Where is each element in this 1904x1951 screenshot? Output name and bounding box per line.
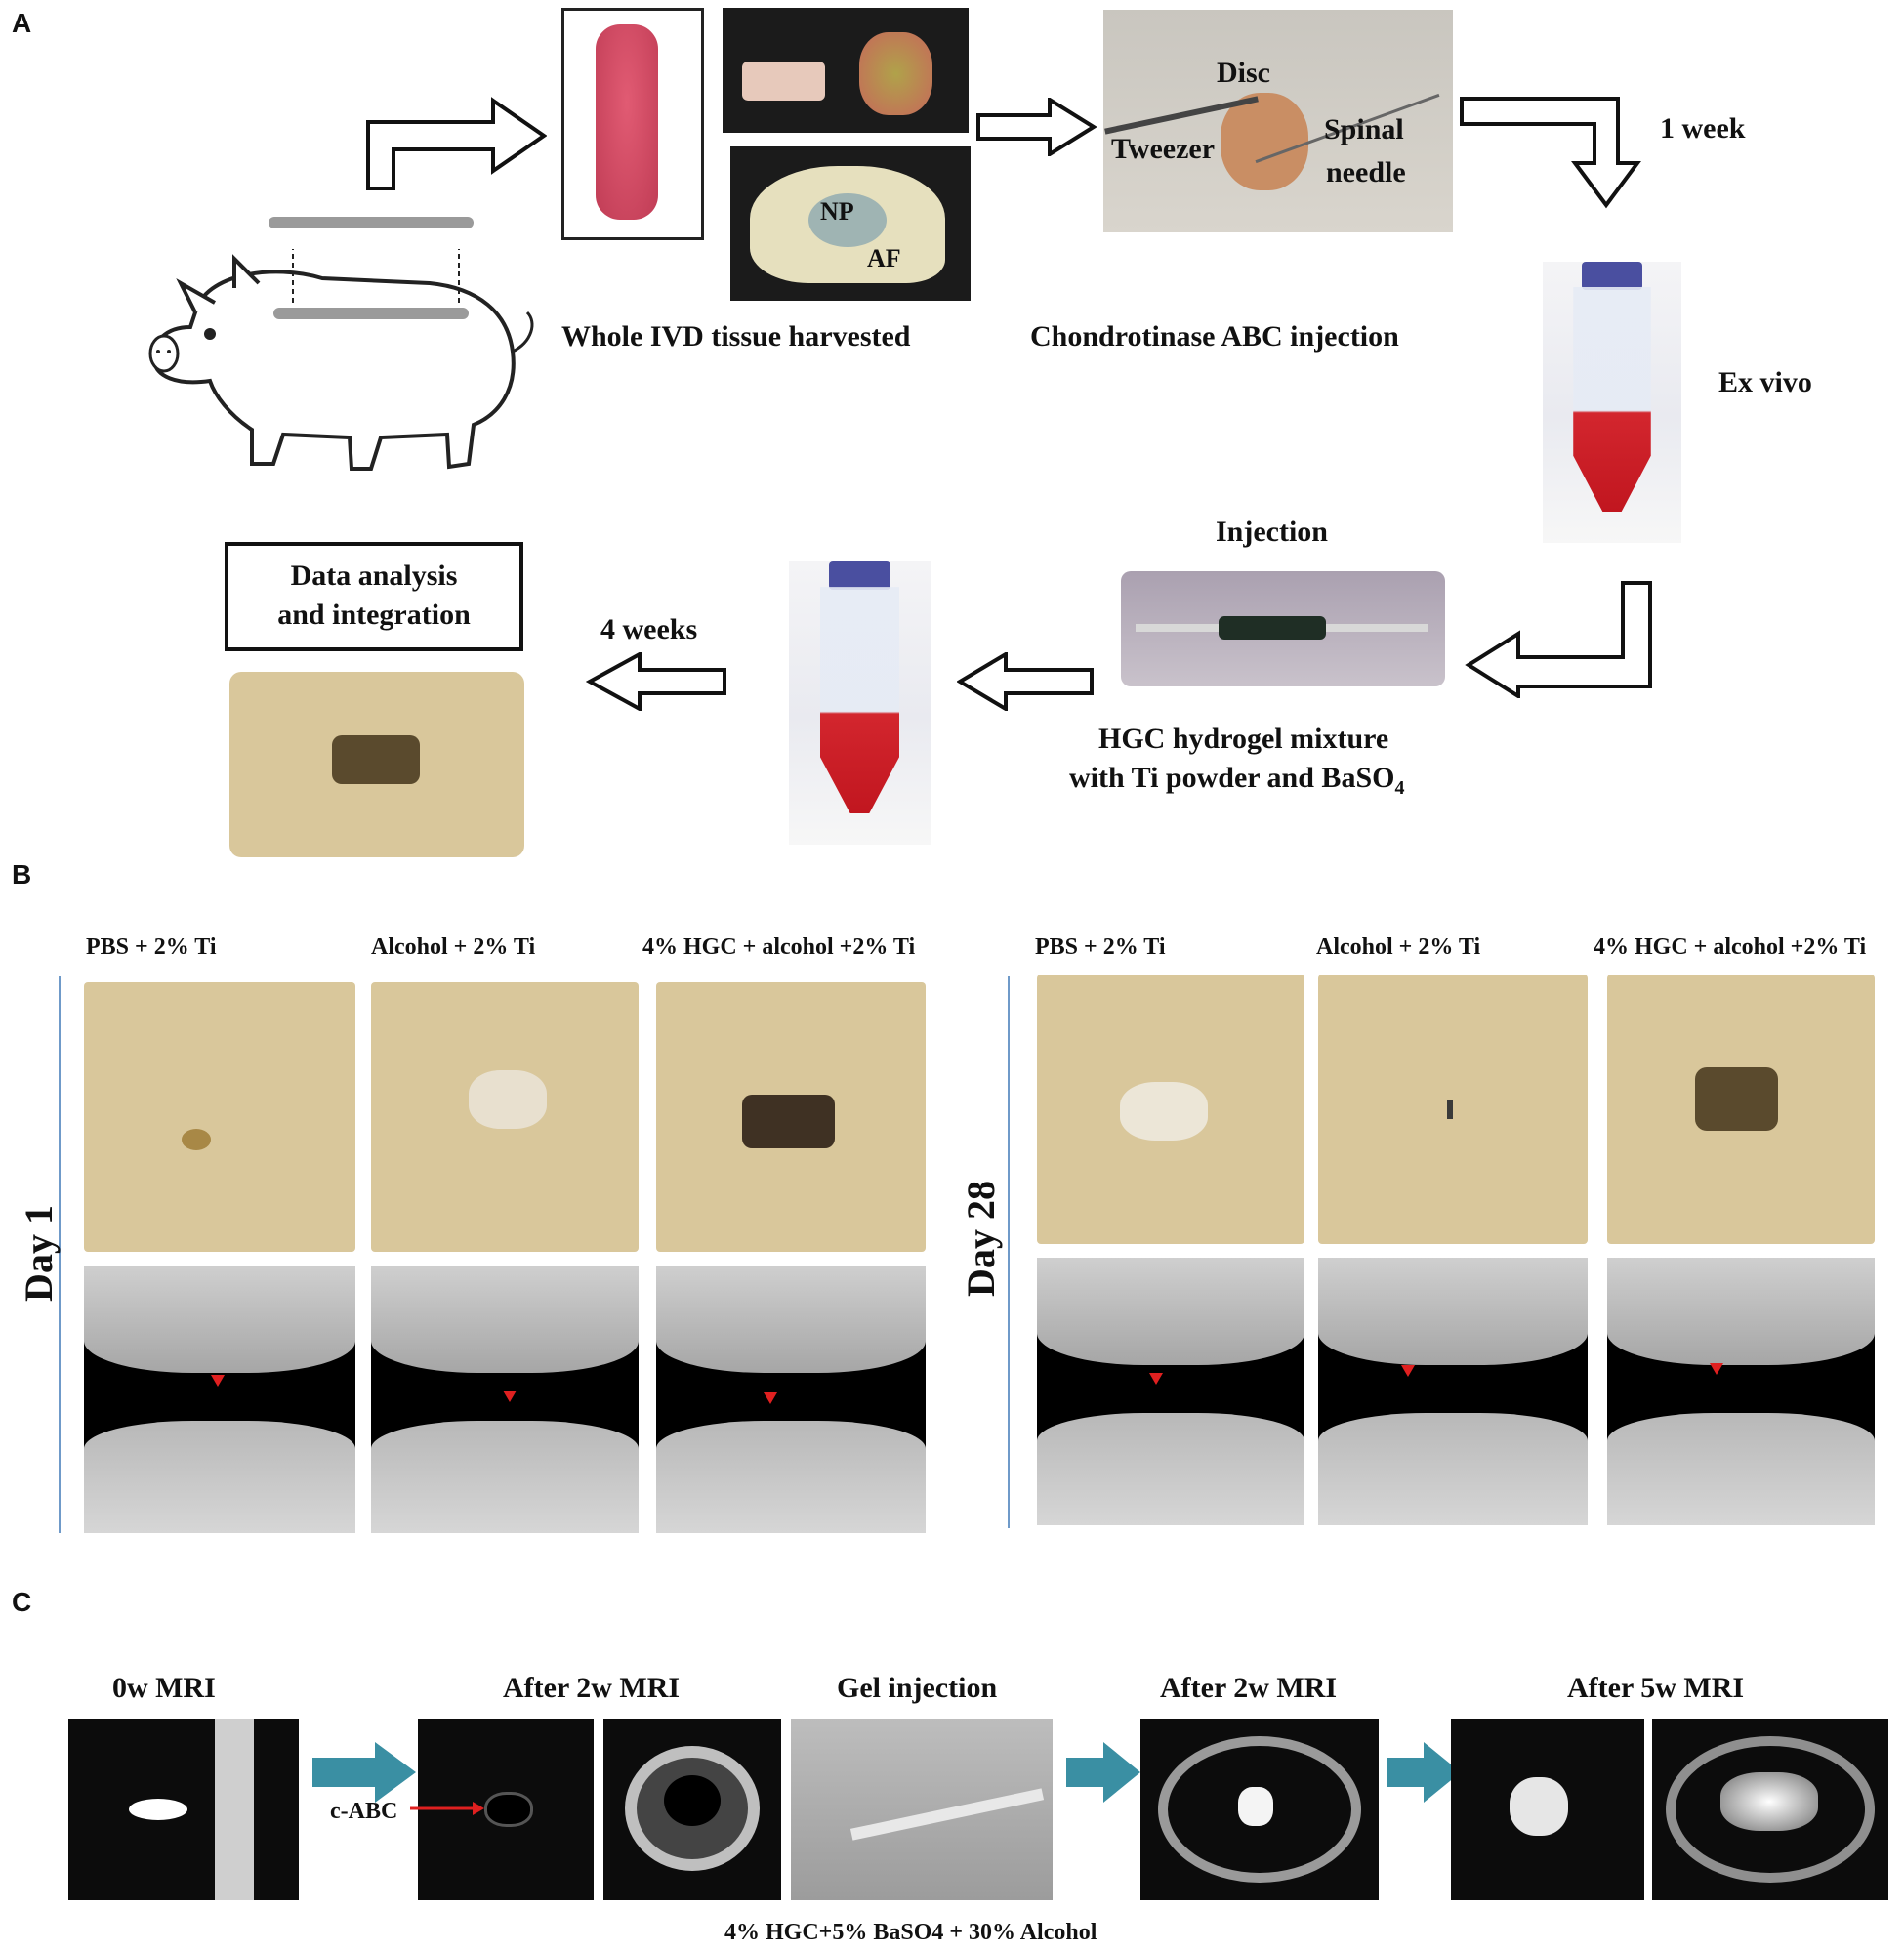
day28-label: Day 28 (958, 1181, 1003, 1297)
mri-2w-b-axial (1140, 1719, 1379, 1900)
day1-group-alcohol: Alcohol + 2% Ti (371, 934, 536, 960)
disc-side-photo (723, 8, 969, 133)
tweezer-label: Tweezer (1111, 133, 1216, 165)
np-label: NP (820, 197, 854, 226)
arrow-one-week (1460, 97, 1641, 209)
mri-5w-sagittal (1451, 1719, 1644, 1900)
disc-cross-section-photo: NP AF (730, 146, 971, 301)
formula-label: 4% HGC+5% BaSO4 + 30% Alcohol (724, 1920, 1097, 1945)
day1-label: Day 1 (16, 1205, 61, 1302)
day28-pbs-ct (1037, 1258, 1304, 1525)
arrow-to-hydrogel (1465, 581, 1652, 698)
gel-injection-xray (791, 1719, 1053, 1900)
mri-2w-axial (603, 1719, 781, 1900)
mri-2w-b-label: After 2w MRI (1160, 1672, 1338, 1704)
injection-label: Injection (1216, 516, 1328, 548)
gel-injection-label: Gel injection (837, 1672, 998, 1704)
mri-0w-image (68, 1719, 299, 1900)
final-disc-photo (229, 672, 524, 857)
day28-group-hgc: 4% HGC + alcohol +2% Ti (1594, 934, 1867, 960)
day1-alcohol-photo (371, 982, 639, 1252)
arrow-c-3 (1387, 1742, 1461, 1803)
arrow-to-injection (976, 98, 1097, 156)
hydrogel-tube (789, 561, 931, 845)
cabc-label: Chondrotinase ABC injection (1030, 320, 1399, 353)
day1-hgc-photo (656, 982, 926, 1252)
panel-label-a: A (12, 8, 32, 38)
day1-alcohol-ct (371, 1266, 639, 1533)
day28-group-alcohol: Alcohol + 2% Ti (1316, 934, 1481, 960)
day1-pbs-ct (84, 1266, 355, 1533)
arrow-c-2 (1066, 1742, 1140, 1803)
arrow-to-harvest (366, 97, 547, 190)
ex-vivo-label: Ex vivo (1718, 366, 1812, 398)
four-weeks-label: 4 weeks (600, 613, 698, 645)
data-analysis-box: Data analysis and integration (225, 542, 523, 651)
one-week-label: 1 week (1660, 112, 1746, 145)
mri-2w-sagittal (418, 1719, 594, 1900)
harvest-label: Whole IVD tissue harvested (561, 320, 911, 353)
day1-hgc-ct (656, 1266, 926, 1533)
day1-axis (59, 976, 61, 1533)
day28-alcohol-ct (1318, 1258, 1588, 1525)
pig-illustration (148, 217, 534, 471)
hydrogel-line1: HGC hydrogel mixture (1098, 723, 1389, 755)
syringe-photo (1121, 571, 1445, 686)
needle-label: needle (1326, 156, 1406, 188)
cabc-arrow (410, 1802, 484, 1815)
day28-group-pbs: PBS + 2% Ti (1035, 934, 1166, 960)
day28-alcohol-photo (1318, 975, 1588, 1244)
day28-hgc-ct (1607, 1258, 1875, 1525)
ex-vivo-tube (1543, 262, 1681, 543)
day1-pbs-photo (84, 982, 355, 1252)
mri-0w-label: 0w MRI (112, 1672, 216, 1704)
mri-2w-label: After 2w MRI (503, 1672, 681, 1704)
cabc-label-c: c-ABC (330, 1799, 398, 1824)
arrow-c-1 (312, 1742, 416, 1803)
hydrogel-line2: with Ti powder and BaSO4 (1069, 762, 1405, 799)
spinal-label: Spinal (1324, 113, 1404, 145)
day1-group-hgc: 4% HGC + alcohol +2% Ti (642, 934, 916, 960)
mri-5w-axial (1652, 1719, 1888, 1900)
af-label: AF (867, 244, 901, 272)
arrow-to-tube-2 (957, 652, 1094, 711)
mri-5w-label: After 5w MRI (1567, 1672, 1745, 1704)
day28-hgc-photo (1607, 975, 1875, 1244)
day28-pbs-photo (1037, 975, 1304, 1244)
day28-axis (1008, 976, 1010, 1528)
analysis-line2: and integration (277, 599, 471, 631)
disc-label: Disc (1217, 57, 1270, 89)
spine-photo (561, 8, 704, 240)
day1-group-pbs: PBS + 2% Ti (86, 934, 217, 960)
panel-label-b: B (12, 859, 32, 890)
analysis-line1: Data analysis (290, 560, 458, 592)
arrow-four-weeks (586, 652, 726, 711)
cabc-injection-photo: Disc Tweezer Spinal needle (1103, 10, 1453, 232)
panel-label-c: C (12, 1587, 32, 1617)
